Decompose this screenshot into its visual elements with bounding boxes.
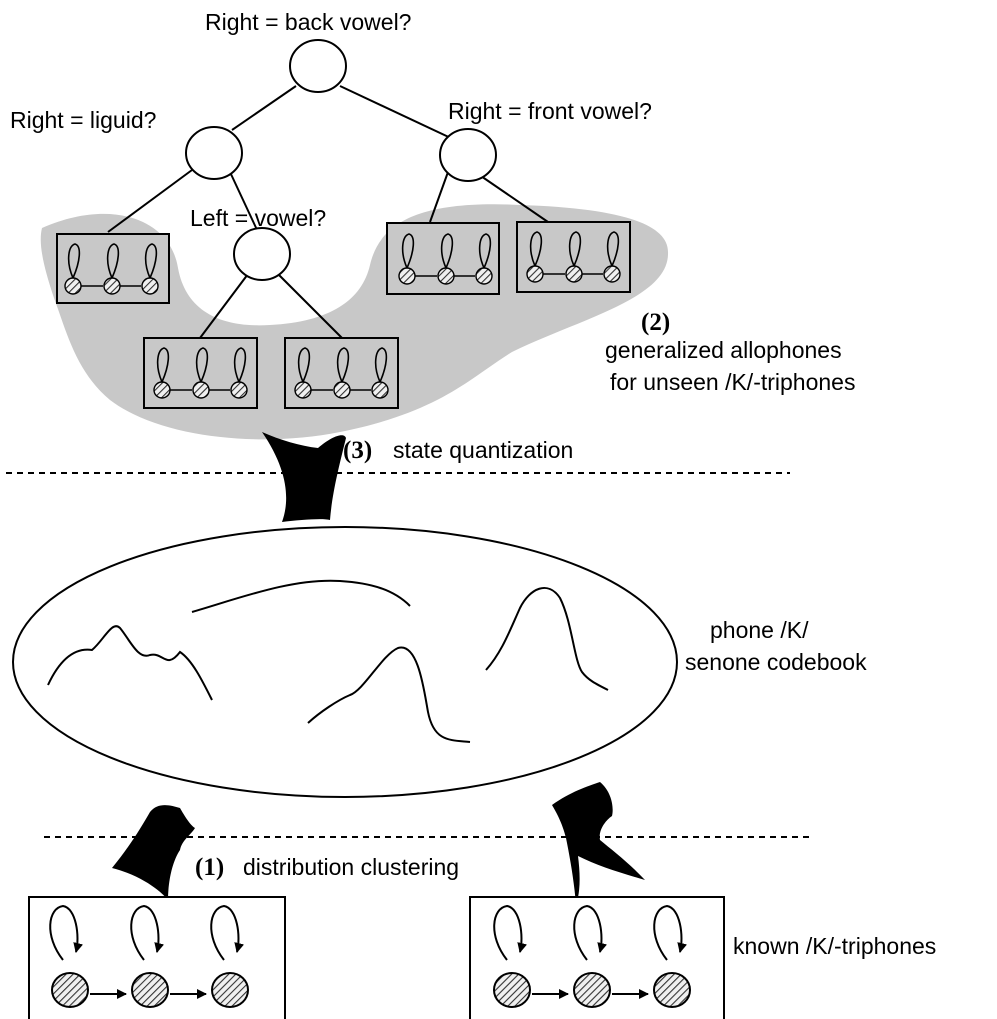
leaf-hmm-4 [143,337,258,409]
quantization-text: state quantization [393,437,573,463]
generalized-line2: for unseen /K/-triphones [610,369,855,395]
tree-node-root [289,39,347,93]
left-question-label: Right = liguid? [10,107,156,133]
tree-edges [107,85,549,339]
leaf-hmm-1 [56,233,170,304]
leaf-hmm-3 [516,221,631,293]
senone-distributions [47,579,609,743]
hmm-state [51,972,89,1008]
senone-curve-2 [191,579,411,613]
clustering-arrow-right [552,782,645,905]
hmm-state [493,972,531,1008]
clustering-arrow-left [112,805,195,900]
clustering-text: distribution clustering [243,854,459,880]
hmm-state [131,972,169,1008]
codebook-ellipse [12,526,678,798]
senone-curve-3 [307,646,471,743]
right-question-label: Right = front vowel? [448,98,652,124]
hmm-state [653,972,691,1008]
tree-node-left [185,126,243,180]
inner-question-label: Left = vowel? [190,205,326,231]
hmm-state [211,972,249,1008]
generalized-number: (2) [641,309,670,336]
codebook-line2: senone codebook [685,649,867,675]
quantization-arrow [262,432,346,522]
clustering-number: (1) [195,854,224,881]
known-hmm-left [28,896,286,1019]
leaf-hmm-5 [284,337,399,409]
senone-curve-4 [485,586,609,691]
tree-node-inner [233,227,291,281]
generalized-line1: generalized allophones [605,337,842,363]
root-question-label: Right = back vowel? [205,9,411,35]
known-triphones-label: known /K/-triphones [733,933,936,959]
known-hmm-right [469,896,725,1019]
quantization-number: (3) [343,437,372,464]
hmm-state [573,972,611,1008]
senone-curve-1 [47,625,213,701]
tree-node-right [439,128,497,182]
codebook-line1: phone /K/ [710,617,809,643]
leaf-hmm-2 [386,222,500,295]
